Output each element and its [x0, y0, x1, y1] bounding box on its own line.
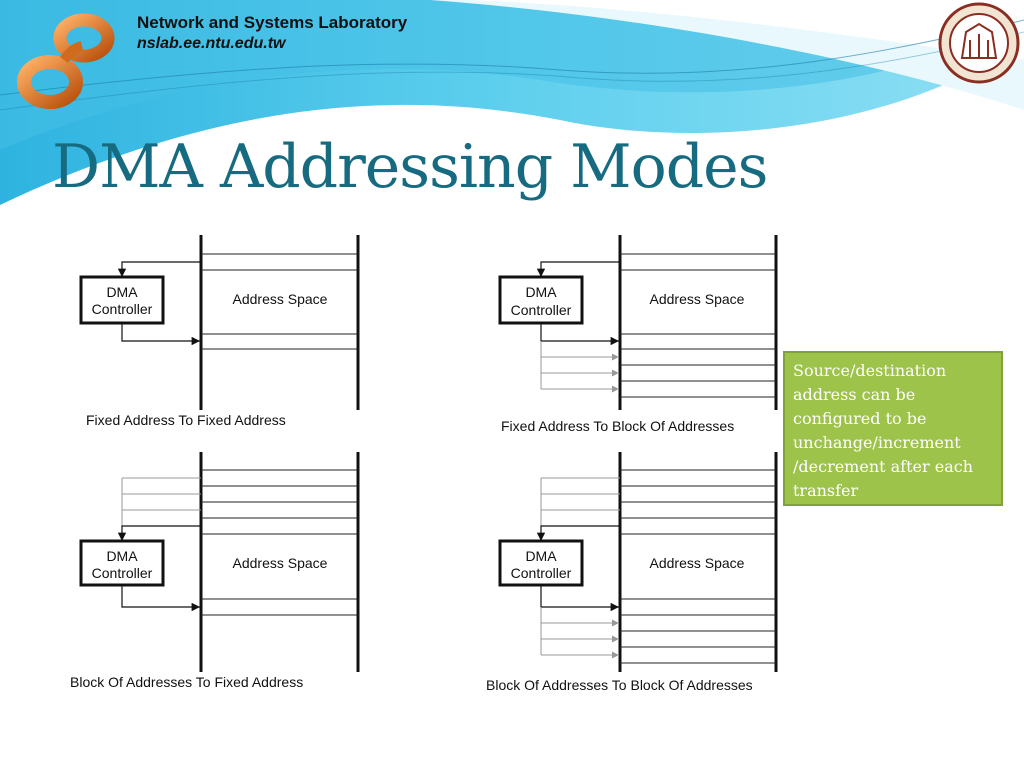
dma-controller-label-line1: DMA — [525, 284, 557, 300]
diagram-caption: Fixed Address To Block Of Addresses — [501, 418, 734, 434]
dma-controller-label-line2: Controller — [92, 565, 153, 581]
dma-controller-label-line1: DMA — [525, 548, 557, 564]
address-space-label: Address Space — [233, 555, 328, 571]
slide-title: DMA Addressing Modes — [52, 132, 768, 202]
diagram-fixed-to-fixed: DMA Controller Address Space Fixed Addre… — [79, 235, 360, 428]
address-space-label: Address Space — [233, 291, 328, 307]
dma-controller-label-line2: Controller — [511, 302, 572, 318]
dma-controller-label-line2: Controller — [511, 565, 572, 581]
lab-name: Network and Systems Laboratory — [137, 13, 408, 32]
header-wave-background — [0, 0, 1024, 205]
address-space-label: Address Space — [650, 291, 745, 307]
dma-controller-label-line1: DMA — [106, 548, 138, 564]
diagram-caption: Block Of Addresses To Fixed Address — [70, 674, 303, 690]
diagram-block-to-fixed: DMA Controller Address Space Block Of Ad… — [70, 452, 360, 690]
lab-url: nslab.ee.ntu.edu.tw — [137, 35, 286, 52]
diagram-block-to-block: DMA Controller Address Space Block Of Ad… — [486, 452, 778, 693]
address-space-label: Address Space — [650, 555, 745, 571]
diagram-caption: Block Of Addresses To Block Of Addresses — [486, 677, 753, 693]
ntu-seal-icon — [938, 2, 1020, 84]
dma-controller-label-line1: DMA — [106, 284, 138, 300]
diagram-caption: Fixed Address To Fixed Address — [86, 412, 286, 428]
dma-controller-label-line2: Controller — [92, 301, 153, 317]
diagram-fixed-to-block: DMA Controller Address Space Fixed Addre… — [498, 235, 778, 434]
note-box: Source/destination address can be config… — [783, 351, 1003, 506]
orange-infinity-logo-icon — [17, 13, 115, 109]
